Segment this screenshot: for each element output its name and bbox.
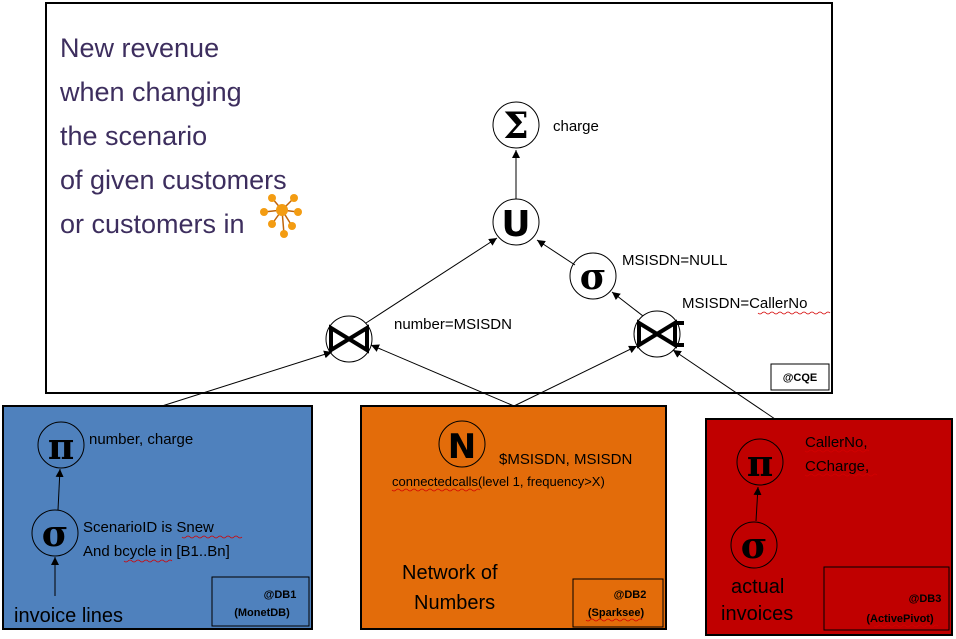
- edge-db3-select-to-project: [753, 486, 762, 522]
- select-condition-label: MSISDN=NULL: [622, 252, 727, 269]
- db2-source-line-2: Numbers: [414, 592, 495, 614]
- project-operator-db1: π: [37, 421, 85, 469]
- sigma-icon: σ: [741, 525, 768, 567]
- left-outer-join-icon: [637, 319, 684, 349]
- sum-operator: Σ: [492, 101, 540, 149]
- db1-tag-box: [211, 576, 310, 627]
- db1-select-label-2: And bcycle in [B1..Bn]: [83, 543, 230, 560]
- db2-tag-box: [572, 578, 664, 628]
- title-block: New revenue when changing the scenario o…: [59, 33, 287, 239]
- edge-db1-select-to-project: [55, 468, 64, 511]
- title-line-5: or customers in: [60, 209, 245, 239]
- union-icon: U: [501, 204, 530, 245]
- edge-outerjoin-to-select: [611, 291, 644, 317]
- db1-project-label: number, charge: [89, 431, 193, 448]
- union-operator: U: [492, 198, 540, 246]
- outer-join-condition-label: MSISDN=CallerNo: [682, 295, 807, 312]
- db3-project-label-2: CCharge,: [805, 458, 869, 475]
- db3-tag-line-2: (ActivePivot): [866, 613, 934, 625]
- project-operator-db3: π: [736, 438, 784, 486]
- db2-tag-line-2: (Sparksee): [588, 607, 645, 619]
- pi-icon: π: [747, 443, 773, 485]
- db2-neighbors-sublabel: connectedcalls(level 1, frequency>X): [392, 474, 605, 489]
- db3-tag-line-1: @DB3: [909, 593, 942, 605]
- title-line-4: of given customers: [60, 165, 287, 195]
- title-line-1: New revenue: [60, 33, 219, 63]
- db3-source-line-2: invoices: [721, 603, 793, 625]
- edge-db1-to-join: [161, 350, 333, 407]
- db1-source-label: invoice lines: [14, 605, 123, 627]
- select-operator-db1: σ: [31, 509, 79, 557]
- sum-icon: Σ: [503, 105, 528, 147]
- select-operator-cqe: σ: [569, 252, 617, 300]
- cqe-tag: @CQE: [783, 372, 818, 384]
- pi-icon: π: [48, 426, 74, 468]
- edge-db2-to-outerjoin: [513, 345, 638, 407]
- db2-neighbors-label: $MSISDN, MSISDN: [499, 451, 632, 468]
- cqe-box: [45, 2, 833, 394]
- join-condition-label: number=MSISDN: [394, 316, 512, 333]
- neighbors-icon: N: [448, 427, 476, 467]
- db3-box: [705, 418, 953, 636]
- sigma-icon: σ: [42, 513, 69, 555]
- db3-source-line-1: actual: [731, 576, 784, 598]
- db3-tag-box: [823, 566, 950, 631]
- cqe-tag-box: [770, 363, 830, 391]
- db3-project-label-1: CallerNo,: [805, 434, 868, 451]
- sum-label: charge: [553, 118, 599, 135]
- edge-db2-to-join: [370, 344, 515, 407]
- graph-network-icon: [260, 194, 302, 238]
- db2-source-line-1: Network of: [402, 562, 498, 584]
- sigma-icon: σ: [580, 256, 607, 298]
- outer-join-operator: [633, 310, 684, 358]
- neighbors-operator: N: [438, 420, 486, 468]
- edge-select-to-union: [536, 239, 576, 266]
- title-line-2: when changing: [59, 77, 242, 107]
- db2-box: [360, 405, 667, 630]
- db1-select-label-1: ScenarioID is Snew: [83, 519, 214, 536]
- edge-db3-to-outerjoin: [672, 349, 776, 420]
- db2-tag-line-1: @DB2: [614, 589, 647, 601]
- db1-tag-line-2: (MonetDB): [234, 607, 290, 619]
- edge-join-to-union: [365, 237, 498, 324]
- title-line-3: the scenario: [60, 121, 207, 151]
- bowtie-join-icon: [329, 324, 369, 354]
- select-operator-db3: σ: [730, 521, 778, 569]
- db1-tag-line-1: @DB1: [264, 589, 297, 601]
- join-operator: [325, 315, 373, 363]
